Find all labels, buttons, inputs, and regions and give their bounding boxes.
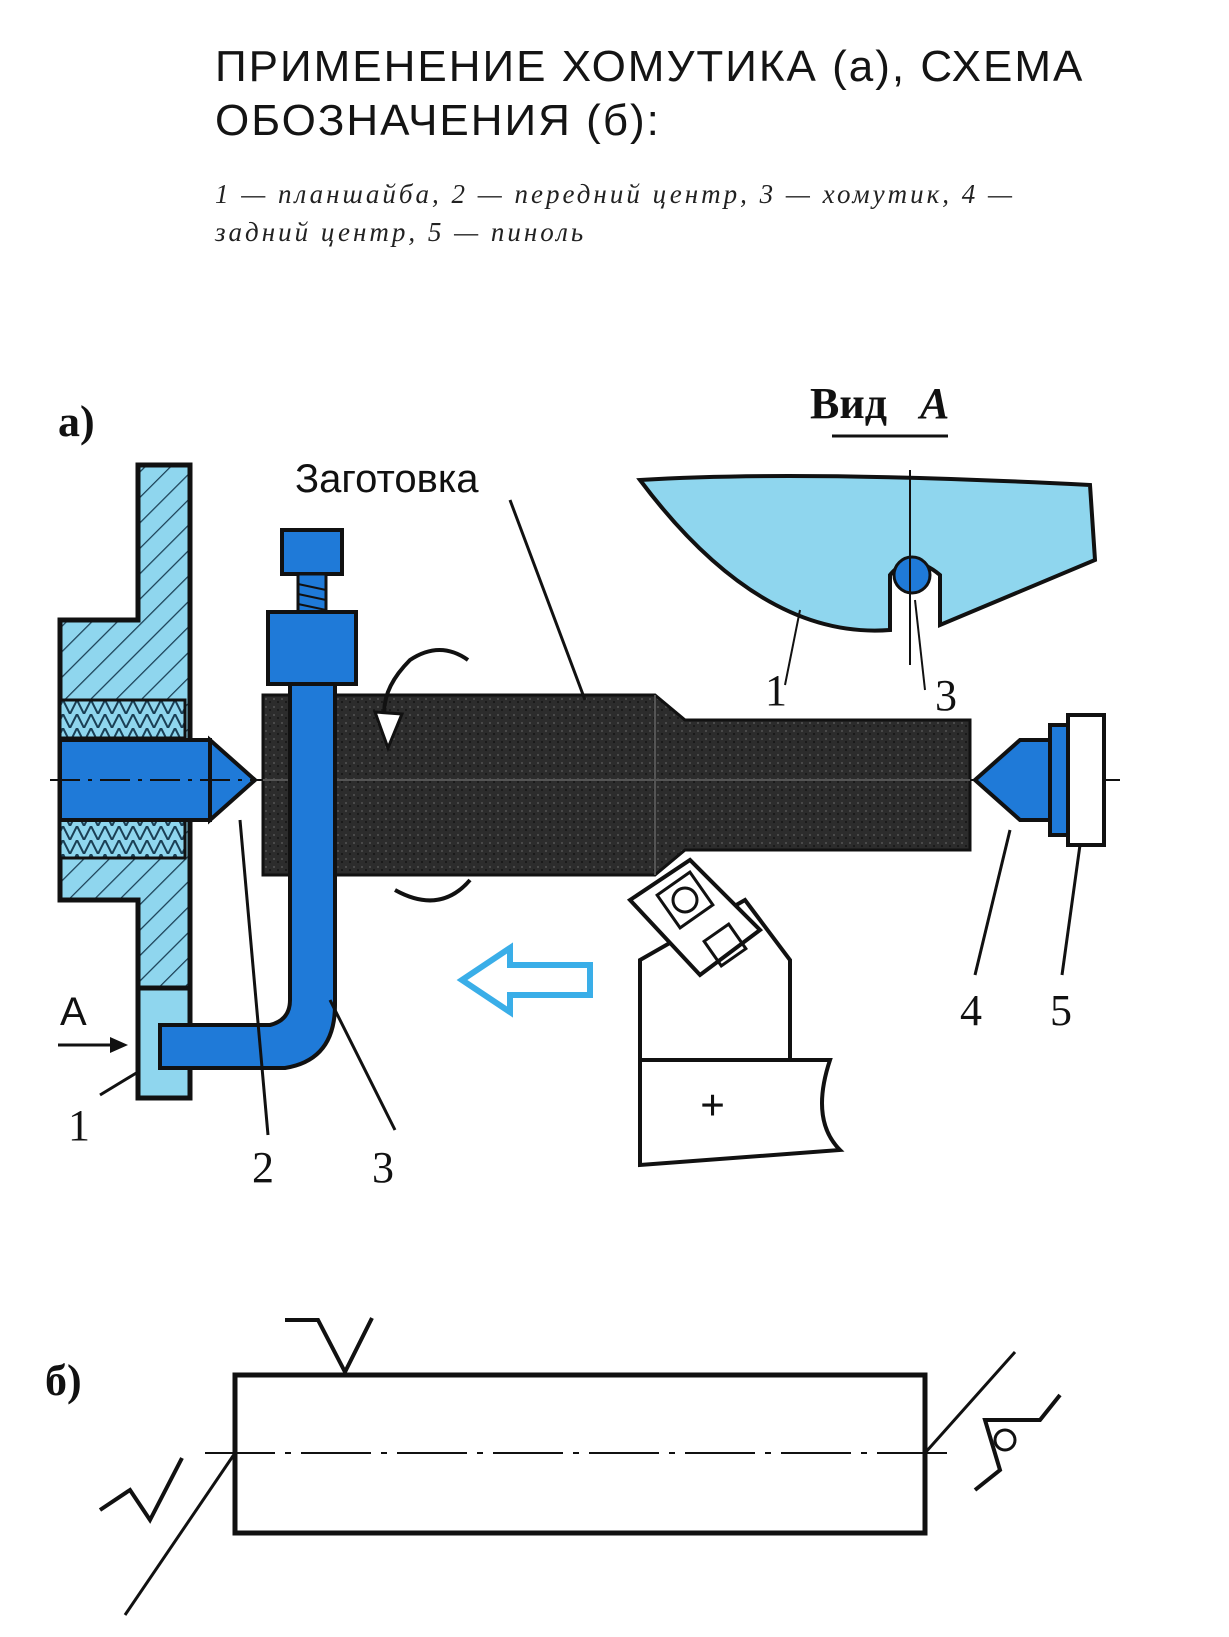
page-title: ПРИМЕНЕНИЕ ХОМУТИКА (а), СХЕМА ОБОЗНАЧЕН… xyxy=(215,40,1115,148)
legend: 1 — планшайба, 2 — передний центр, 3 — х… xyxy=(215,175,1115,251)
view-a-word: Вид xyxy=(810,379,887,428)
callouts: 1 2 3 4 5 xyxy=(68,819,1082,1192)
view-a: Вид А 1 3 xyxy=(636,379,1098,720)
view-a-letter: А xyxy=(917,379,949,428)
front-center xyxy=(50,735,1120,825)
workpiece-leader xyxy=(508,499,587,701)
rotation-arrow xyxy=(372,648,472,903)
arrow-a-label: А xyxy=(60,990,87,1034)
lathe-dog xyxy=(158,528,358,1070)
tail-center xyxy=(971,723,1072,837)
legend-line-2: задний центр, 5 — пиноль xyxy=(215,217,587,247)
callout-3: 3 xyxy=(372,1143,394,1192)
view-callout-3: 3 xyxy=(935,671,957,720)
callout-2: 2 xyxy=(252,1143,274,1192)
title-line-1: ПРИМЕНЕНИЕ ХОМУТИКА (а), СХЕМА xyxy=(215,42,1085,91)
callout-1: 1 xyxy=(68,1101,90,1150)
quill xyxy=(1066,713,1106,847)
datum-symbol-right xyxy=(923,1351,1062,1492)
figure-b-label: б) xyxy=(45,1356,82,1405)
figure-a-label: а) xyxy=(58,397,95,446)
datum-symbol-top xyxy=(285,1317,374,1377)
workpiece xyxy=(261,693,972,877)
part-schematic xyxy=(205,1372,950,1536)
view-a-faceplate xyxy=(636,474,1098,633)
title-line-2: ОБОЗНАЧЕНИЯ (б): xyxy=(215,96,661,145)
legend-line-1: 1 — планшайба, 2 — передний центр, 3 — х… xyxy=(215,179,1016,209)
callout-5: 5 xyxy=(1050,986,1072,1035)
callout-4: 4 xyxy=(960,986,982,1035)
workpiece-label: Заготовка xyxy=(295,457,479,501)
view-callout-1: 1 xyxy=(765,666,787,715)
datum-symbol-left xyxy=(98,1452,237,1616)
view-a-dog xyxy=(892,555,932,595)
tool-sign: + xyxy=(700,1081,725,1130)
feed-arrow xyxy=(456,942,593,1018)
cutting-tool: + xyxy=(626,857,845,1168)
